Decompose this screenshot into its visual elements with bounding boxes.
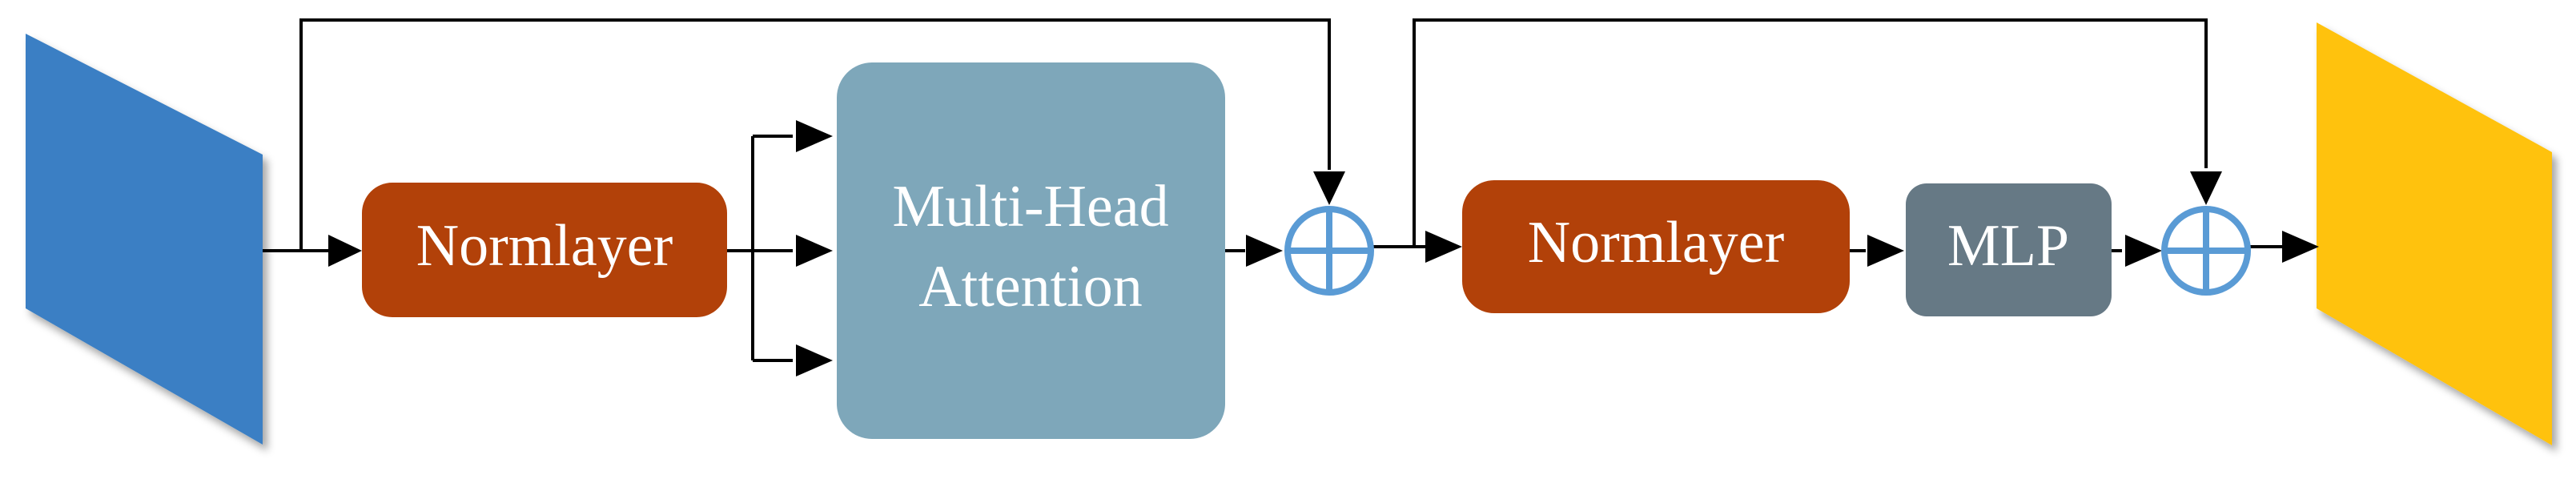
- arrow-into-output: [2282, 231, 2319, 263]
- arrow-into-attention-bottom: [796, 344, 833, 376]
- attention-label-line1: Multi-Head: [892, 174, 1168, 239]
- arrow-into-norm1: [328, 235, 362, 267]
- arrow-into-add2-left: [2125, 235, 2162, 267]
- arrow-into-norm2: [1425, 231, 1462, 263]
- input-feature-map: [26, 34, 263, 445]
- mlp-block: MLP: [1906, 183, 2112, 316]
- norm-layer-2-label: Normlayer: [1528, 210, 1785, 276]
- mlp-label: MLP: [1947, 213, 2069, 279]
- arrow-into-mlp: [1867, 235, 1904, 267]
- output-feature-map: [2317, 22, 2552, 445]
- arrow-into-add1-top: [1313, 171, 1345, 205]
- multi-head-attention-block: Multi-Head Attention: [837, 62, 1225, 439]
- attention-label-line2: Attention: [918, 254, 1143, 320]
- norm-layer-1-label: Normlayer: [416, 213, 673, 279]
- connector-lines: [263, 18, 2282, 362]
- arrow-into-add1-left: [1246, 235, 1283, 267]
- arrow-into-add2-top: [2190, 171, 2222, 205]
- norm-layer-2: Normlayer: [1462, 180, 1850, 313]
- add-circle-1: [1284, 206, 1374, 296]
- arrow-into-attention-mid: [796, 235, 833, 267]
- arrowheads: [328, 120, 2319, 376]
- norm-layer-1: Normlayer: [362, 183, 727, 317]
- add-circle-2: [2161, 206, 2251, 296]
- arrow-into-attention-top: [796, 120, 833, 152]
